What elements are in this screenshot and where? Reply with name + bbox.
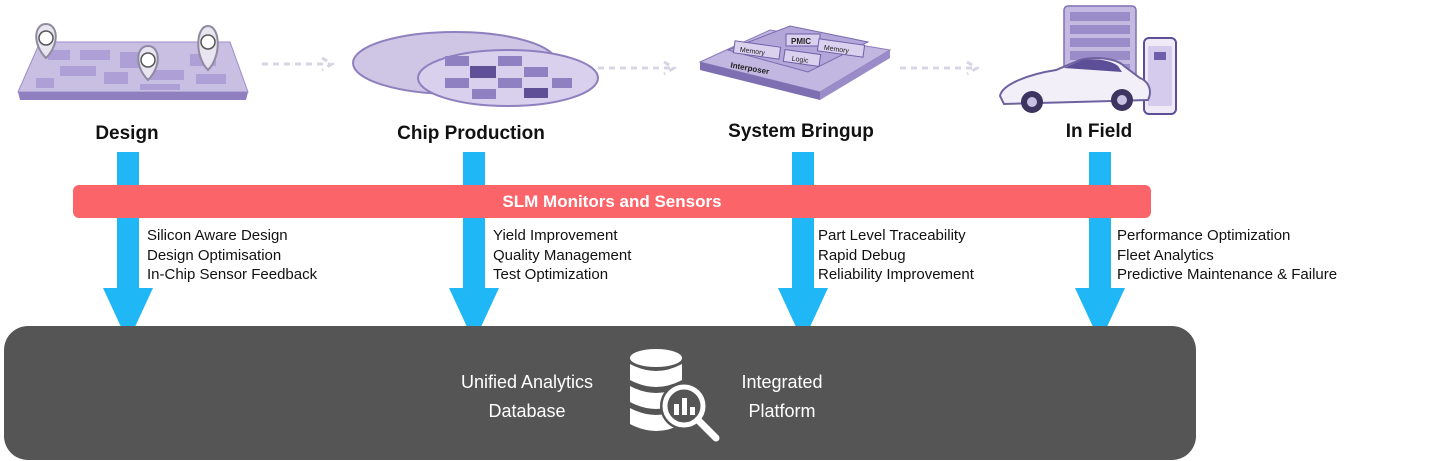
stage-title-chip-production: Chip Production [397, 123, 545, 144]
platform-left-line2: Database [488, 401, 566, 421]
in-field-illustration [998, 5, 1177, 115]
map-pin-icon [197, 24, 219, 72]
stage-connectors [262, 56, 980, 76]
stage-title-design: Design [95, 123, 159, 144]
list-item: Fleet Analytics [1117, 246, 1214, 264]
smartphone-icon [1143, 37, 1177, 115]
database-search-icon [630, 349, 720, 442]
list-item: Reliability Improvement [818, 266, 974, 283]
chip-package-illustration: PMIC Memory Memory Logic Interposer [698, 25, 892, 100]
stage-title-in-field: In Field [1065, 121, 1133, 142]
map-pin-icon [35, 22, 57, 60]
infield-flow-arrow [1075, 152, 1125, 342]
production-flow-arrow [449, 152, 499, 342]
list-item: Performance Optimization [1117, 227, 1291, 244]
list-item: Quality Management [493, 246, 632, 264]
map-pin-icon [137, 44, 159, 82]
flow-arrows [103, 152, 1125, 342]
bringup-benefits-list: Part Level Traceability Rapid Debug Reli… [818, 226, 974, 285]
slm-monitors-banner: SLM Monitors and Sensors [73, 185, 1151, 218]
banner-label: SLM Monitors and Sensors [502, 191, 722, 211]
list-item: Silicon Aware Design [147, 227, 288, 244]
stage-title-system-bringup: System Bringup [728, 121, 874, 142]
chip-label-pmic: PMIC [791, 37, 811, 46]
platform-right-text: Integrated Platform [722, 368, 842, 426]
chip-label-logic: Logic [791, 56, 809, 65]
list-item: In-Chip Sensor Feedback [147, 266, 318, 283]
list-item: Test Optimization [493, 266, 609, 283]
list-item: Predictive Maintenance & Failure [1117, 266, 1338, 283]
platform-left-text: Unified Analytics Database [452, 368, 602, 426]
platform-left-line1: Unified Analytics [460, 372, 594, 392]
bringup-flow-arrow [778, 152, 828, 342]
design-flow-arrow [103, 152, 153, 342]
chip-label-memory-right: Memory [823, 45, 850, 56]
design-benefits-list: Silicon Aware Design Design Optimisation… [147, 226, 317, 285]
list-item: Rapid Debug [818, 246, 906, 264]
wafer-illustration [352, 31, 599, 107]
design-floorplan-illustration [17, 22, 249, 100]
infield-benefits-list: Performance Optimization Fleet Analytics… [1117, 226, 1337, 285]
platform-right-line2: Platform [748, 401, 816, 421]
list-item: Yield Improvement [493, 227, 618, 244]
production-benefits-list: Yield Improvement Quality Management Tes… [493, 226, 631, 285]
list-item: Design Optimisation [147, 246, 282, 264]
chip-label-memory-left: Memory [739, 47, 766, 58]
platform-right-line1: Integrated [741, 372, 823, 392]
sports-car-icon [998, 57, 1151, 113]
analytics-platform-panel: Unified Analytics Database Integrated Pl… [4, 326, 1196, 460]
list-item: Part Level Traceability [818, 227, 966, 244]
